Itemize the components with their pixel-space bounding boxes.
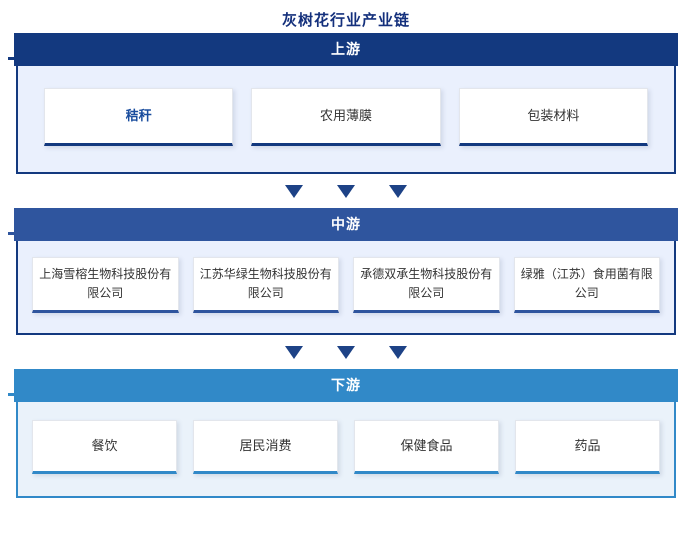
header-notch-icon xyxy=(8,393,14,396)
arrow-group-midstream-to-downstream xyxy=(0,335,692,369)
card-upstream-1[interactable]: 秸秆 xyxy=(44,88,234,146)
triangle-down-icon xyxy=(389,345,407,359)
section-header-downstream: 下游 xyxy=(8,369,678,402)
section-body-downstream: 餐饮 居民消费 保健食品 药品 xyxy=(16,402,676,498)
card-downstream-1[interactable]: 餐饮 xyxy=(32,420,177,474)
section-midstream: 中游 上海雪榕生物科技股份有限公司 江苏华绿生物科技股份有限公司 承德双承生物科… xyxy=(8,208,678,335)
section-header-midstream: 中游 xyxy=(8,208,678,241)
page-title: 灰树花行业产业链 xyxy=(281,12,410,29)
section-header-label: 上游 xyxy=(331,41,361,57)
section-header-label: 下游 xyxy=(331,377,361,393)
triangle-down-icon xyxy=(389,184,407,198)
triangle-down-icon xyxy=(285,345,303,359)
card-midstream-2[interactable]: 江苏华绿生物科技股份有限公司 xyxy=(192,257,339,313)
arrow-group-upstream-to-midstream xyxy=(0,174,692,208)
section-body-midstream: 上海雪榕生物科技股份有限公司 江苏华绿生物科技股份有限公司 承德双承生物科技股份… xyxy=(16,241,676,335)
header-notch-icon xyxy=(8,232,14,235)
card-midstream-4[interactable]: 绿雅（江苏）食用菌有限公司 xyxy=(513,257,660,313)
card-row-upstream: 秸秆 农用薄膜 包装材料 xyxy=(18,66,674,172)
card-midstream-3[interactable]: 承德双承生物科技股份有限公司 xyxy=(353,257,500,313)
card-downstream-2[interactable]: 居民消费 xyxy=(193,420,338,474)
header-notch-icon xyxy=(8,57,14,60)
triangle-down-icon xyxy=(285,184,303,198)
card-downstream-4[interactable]: 药品 xyxy=(515,420,660,474)
card-downstream-3[interactable]: 保健食品 xyxy=(354,420,499,474)
section-upstream: 上游 秸秆 农用薄膜 包装材料 xyxy=(8,33,678,174)
triangle-down-icon xyxy=(337,184,355,198)
card-upstream-2[interactable]: 农用薄膜 xyxy=(251,88,441,146)
section-body-upstream: 秸秆 农用薄膜 包装材料 xyxy=(16,66,676,174)
section-downstream: 下游 餐饮 居民消费 保健食品 药品 xyxy=(8,369,678,498)
card-upstream-3[interactable]: 包装材料 xyxy=(458,88,648,146)
triangle-down-icon xyxy=(337,345,355,359)
section-header-upstream: 上游 xyxy=(8,33,678,66)
section-header-label: 中游 xyxy=(331,216,361,232)
card-row-midstream: 上海雪榕生物科技股份有限公司 江苏华绿生物科技股份有限公司 承德双承生物科技股份… xyxy=(18,241,674,333)
card-row-downstream: 餐饮 居民消费 保健食品 药品 xyxy=(18,402,674,496)
card-midstream-1[interactable]: 上海雪榕生物科技股份有限公司 xyxy=(32,257,179,313)
